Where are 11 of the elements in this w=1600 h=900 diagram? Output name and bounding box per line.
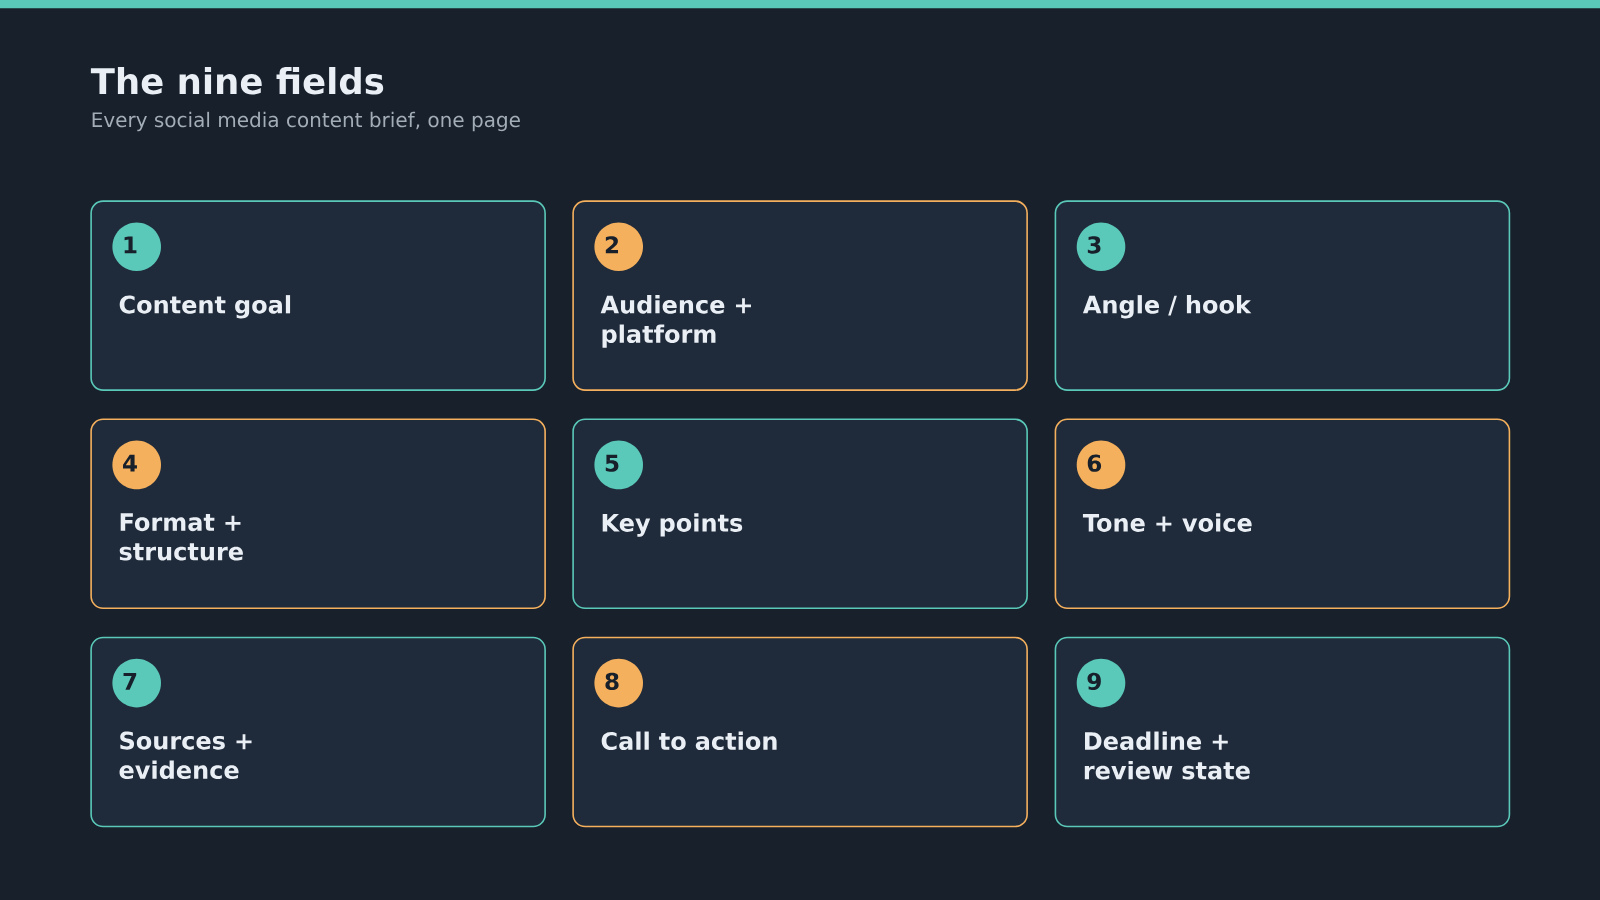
- number-badge: 5: [594, 440, 643, 490]
- title: The nine fields: [90, 67, 384, 95]
- subtitle: Every social media content brief, one page: [92, 111, 520, 132]
- number-badge: 1: [112, 222, 161, 271]
- number-badge: 9: [1076, 658, 1126, 708]
- number-badge: 7: [112, 658, 161, 708]
- number-badge: 8: [594, 658, 643, 708]
- number-badge: 4: [112, 440, 161, 490]
- number-badge: 6: [1076, 440, 1126, 490]
- number-badge: 3: [1076, 222, 1126, 271]
- number-badge: 2: [594, 222, 643, 271]
